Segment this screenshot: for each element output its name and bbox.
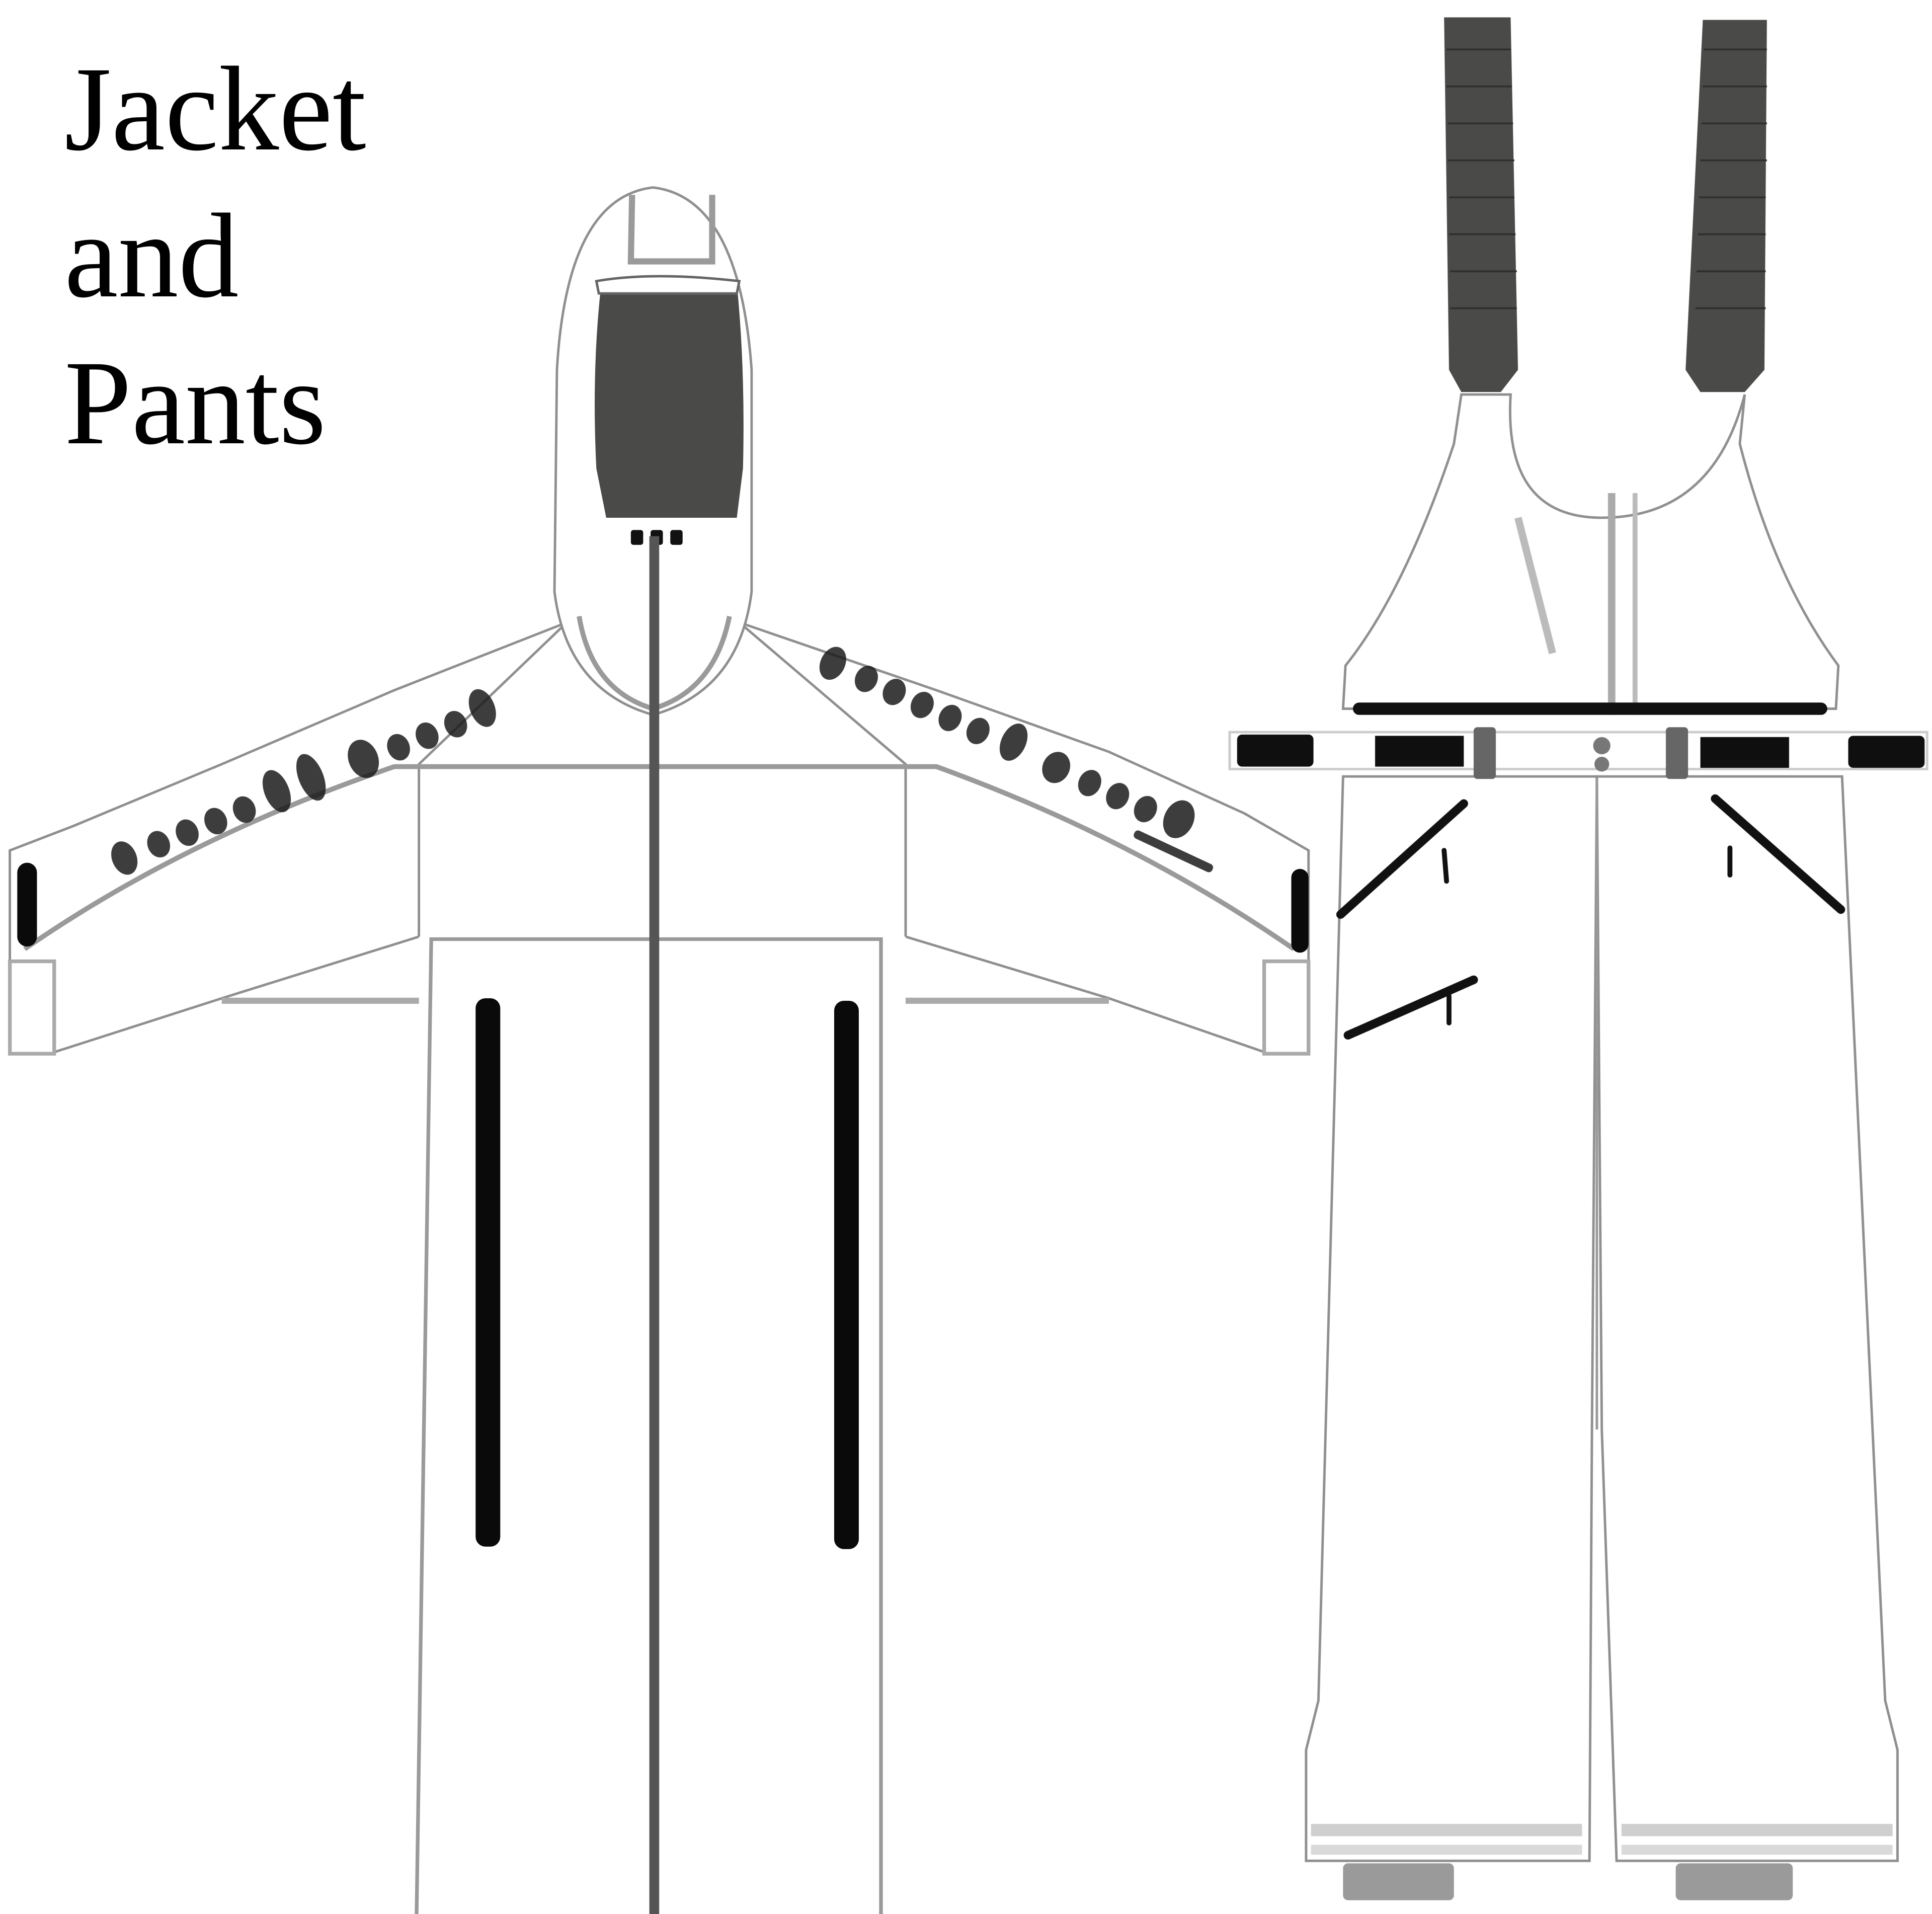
pants-bib (1341, 393, 1840, 710)
belt-buckle (1593, 737, 1611, 755)
belt-loop (1666, 727, 1688, 779)
left-suspender-strap (1444, 17, 1518, 392)
pants-left-leg (1305, 775, 1598, 1862)
left-cuff (8, 959, 56, 1056)
hood-face-opening-dark (595, 283, 744, 518)
sleeve-graphic-print (111, 647, 1214, 875)
center-front-zipper (649, 536, 660, 1914)
right-suspender-strap (1685, 20, 1767, 392)
right-gaiter (1675, 1863, 1793, 1900)
page-title: Jacket and Pants (64, 35, 366, 476)
left-sleeve-zipper (17, 862, 37, 947)
pants-illustration (1305, 393, 1899, 1862)
pants-cuffs (1311, 1823, 1893, 1900)
waist-belt (1228, 727, 1928, 779)
pants-pocket-zippers (1336, 794, 1845, 1040)
right-sleeve-zipper (1291, 868, 1309, 953)
jacket-front-panel (415, 937, 883, 1914)
title-line-3: Pants (64, 336, 327, 469)
left-gaiter (1343, 1863, 1454, 1900)
suspender-straps (1444, 17, 1767, 392)
pants-right-leg (1595, 775, 1899, 1862)
left-pocket-zipper (475, 998, 501, 1547)
title-line-2: and (64, 189, 239, 323)
right-cuff (1262, 959, 1311, 1056)
belt-loop (1473, 727, 1496, 779)
title-line-1: Jacket (64, 42, 366, 176)
right-pocket-zipper (834, 1000, 859, 1549)
bib-waist-band (1352, 702, 1827, 715)
